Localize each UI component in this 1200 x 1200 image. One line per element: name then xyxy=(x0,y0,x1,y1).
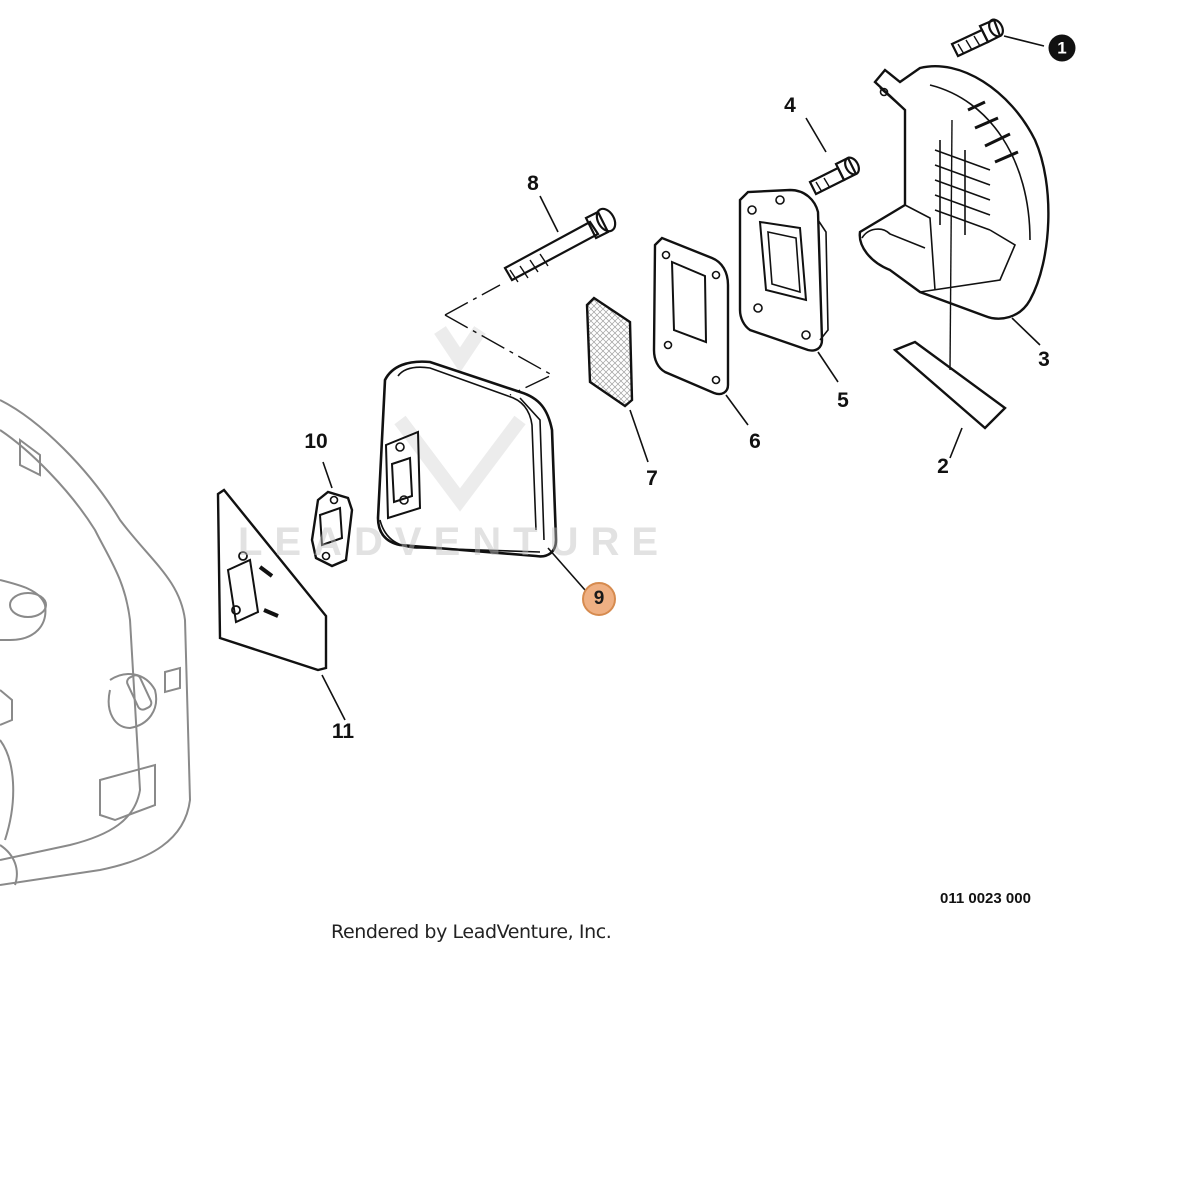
callout-5[interactable]: 5 xyxy=(837,389,849,412)
render-credit: Rendered by LeadVenture, Inc. xyxy=(331,921,612,943)
alignment-lines xyxy=(444,284,554,396)
part-8-bolt xyxy=(503,195,617,283)
callout-4[interactable]: 4 xyxy=(784,94,796,117)
callout-11[interactable]: 11 xyxy=(331,720,355,743)
part-5-baffle xyxy=(738,188,839,383)
callout-1[interactable]: 1 xyxy=(1048,34,1076,62)
part-11-gasket xyxy=(216,488,346,721)
diagram-part-code: 011 0023 000 xyxy=(940,890,1031,907)
callout-2[interactable]: 2 xyxy=(937,455,949,478)
callout-7[interactable]: 7 xyxy=(646,467,658,490)
callout-8[interactable]: 8 xyxy=(527,172,539,195)
part-2-label xyxy=(892,119,1007,459)
callout-6[interactable]: 6 xyxy=(749,430,761,453)
part-3-cover xyxy=(858,65,1050,346)
watermark-text: LEADVENTURE xyxy=(238,520,671,564)
callout-3[interactable]: 3 xyxy=(1038,348,1050,371)
part-4-screw xyxy=(805,117,860,196)
part-6-gasket xyxy=(652,236,749,426)
engine-housing xyxy=(0,399,192,886)
callout-9-highlighted[interactable]: 9 xyxy=(582,582,616,616)
watermark-logo xyxy=(394,326,526,512)
part-9-muffler xyxy=(376,360,586,591)
callout-10[interactable]: 10 xyxy=(304,430,328,453)
part-7-screen xyxy=(585,296,649,463)
part-10-gasket xyxy=(310,461,354,568)
part-1-screw xyxy=(950,18,1045,58)
